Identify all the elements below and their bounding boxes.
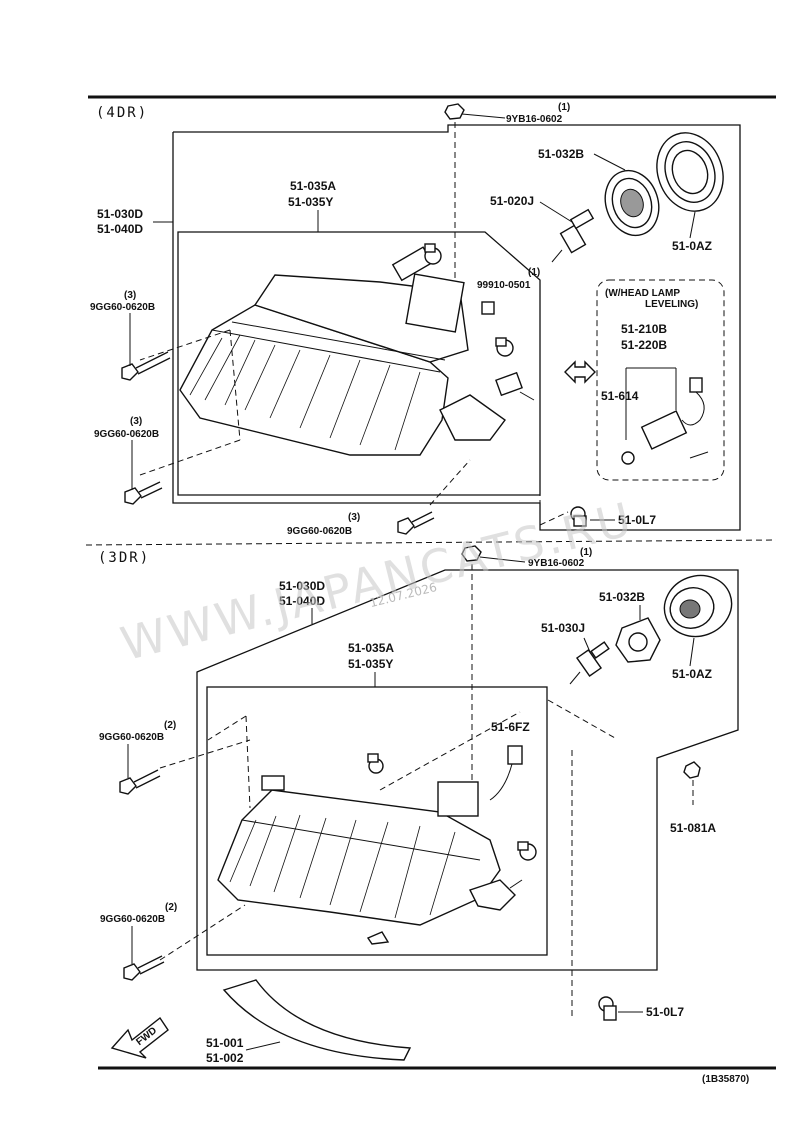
trim-strip [222,979,412,1061]
assy-4dr-label-b: 51-035Y [288,195,333,209]
diagram-code: (1B35870) [702,1074,749,1085]
leader-cover-4dr [593,153,626,171]
dash-3dr-f [547,699,616,739]
dash-4dr-f [429,459,471,506]
leader-bulb-3dr [583,637,591,653]
outer-3dr-label-a: 51-030D [279,579,325,593]
cover-3dr [615,617,661,663]
bolt-4dr-1-label: 9GG60-0620B [90,302,155,313]
frame-4dr-inner [177,231,541,496]
cap-3dr [663,574,733,638]
dash-4dr-b [139,439,241,476]
socket-3dr-small-2 [517,841,537,861]
socket-small-2 [495,337,514,357]
fwd-arrow-icon: FWD [110,1016,169,1059]
cap-3dr-label: 51-0AZ [672,667,712,681]
leveling-label-b: 51-220B [621,338,667,352]
nut-4dr-qty: (1) [558,102,570,113]
nut-3dr-label: 9YB16-0602 [528,558,585,569]
section-3dr-label: (3DR) [98,550,150,566]
socket-3dr-label: 51-0L7 [646,1005,684,1019]
cover-4dr-label: 51-032B [538,147,584,161]
bolt-4dr-2-qty: (3) [130,416,142,427]
outer-4dr-label-a: 51-030D [97,207,143,221]
trim-label-b: 51-002 [206,1051,244,1065]
assy-4dr-label-a: 51-035A [290,179,336,193]
bolt-4dr-3 [397,511,435,535]
bolt-3dr-2 [123,955,165,981]
dash-3dr-b [245,715,251,809]
leader-cap-4dr [689,211,696,239]
section-4dr-label: (4DR) [96,105,148,121]
headlamp-3dr [217,775,523,926]
leveling-motor-label: 51-614 [601,389,639,403]
dash-4dr-e [539,511,569,526]
cap-4dr [656,132,724,212]
dash-3dr-c [159,739,251,769]
outer-3dr-label-b: 51-040D [279,594,325,608]
leveling-label-a: 51-210B [621,322,667,336]
bulb-3dr-label: 51-030J [541,621,585,635]
bolt-4dr-1 [121,351,171,381]
clip-4dr-label: 99910-0501 [477,280,531,291]
nut-3dr [461,545,526,563]
outer-4dr-label-b: 51-040D [97,222,143,236]
inset-title-1: (W/HEAD LAMP [605,288,680,299]
leveling-motor [621,377,709,465]
grommet-3dr-label: 51-081A [670,821,716,835]
bulb-4dr-label: 51-020J [490,194,534,208]
bolt-3dr-2-label: 9GG60-0620B [100,914,165,925]
nut-3dr-qty: (1) [580,547,592,558]
dash-3dr-g [379,711,521,791]
socket-4dr-label: 51-0L7 [618,513,656,527]
dash-3dr-d [159,904,246,961]
frame-4dr-outer [172,124,741,531]
connector-3dr [489,745,523,801]
bulb-4dr [551,208,595,263]
assy-3dr-label-a: 51-035A [348,641,394,655]
double-arrow-4dr [564,360,596,384]
bolt-4dr-1-qty: (3) [124,290,136,301]
bolt-3dr-1-label: 9GG60-0620B [99,732,164,743]
nut-4dr-label: 9YB16-0602 [506,114,563,125]
clip-4dr [481,301,495,315]
connector-3dr-label: 51-6FZ [491,720,530,734]
socket-4dr [570,506,587,527]
cover-4dr [604,169,660,237]
bulb-3dr [569,641,610,685]
frame-3dr-inner [206,686,548,956]
nut-4dr [444,103,506,120]
clip-3dr [366,931,390,945]
bolt-4dr-2 [124,481,163,505]
socket-3dr-small-1 [367,753,384,774]
socket-3dr [598,996,617,1021]
bolt-4dr-2-label: 9GG60-0620B [94,429,159,440]
dash-3dr-a [207,715,247,741]
leader-bulb-4dr [539,201,573,223]
bolt-3dr-1 [119,769,161,795]
frame-3dr-outer [196,569,739,971]
dash-4dr-c [139,329,231,361]
bolt-3dr-1-qty: (2) [164,720,176,731]
bolt-4dr-3-label: 9GG60-0620B [287,526,352,537]
bolt-4dr-3-qty: (3) [348,512,360,523]
socket-small-1 [424,243,442,265]
section-divider [85,539,777,546]
assy-3dr-label-b: 51-035Y [348,657,393,671]
clip-4dr-qty: (1) [528,267,540,278]
leveling-inset-frame [596,279,725,481]
cover-3dr-label: 51-032B [599,590,645,604]
headlamp-4dr [179,246,506,456]
trim-label-a: 51-001 [206,1036,244,1050]
level-adjuster-4dr [495,371,535,401]
cap-4dr-label: 51-0AZ [672,239,712,253]
inset-title-2: LEVELING) [645,299,698,310]
leader-cap-3dr [689,637,695,667]
grommet-3dr [683,761,701,779]
dash-4dr-a [229,329,241,441]
leader-trim [245,1041,281,1051]
bolt-3dr-2-qty: (2) [165,902,177,913]
